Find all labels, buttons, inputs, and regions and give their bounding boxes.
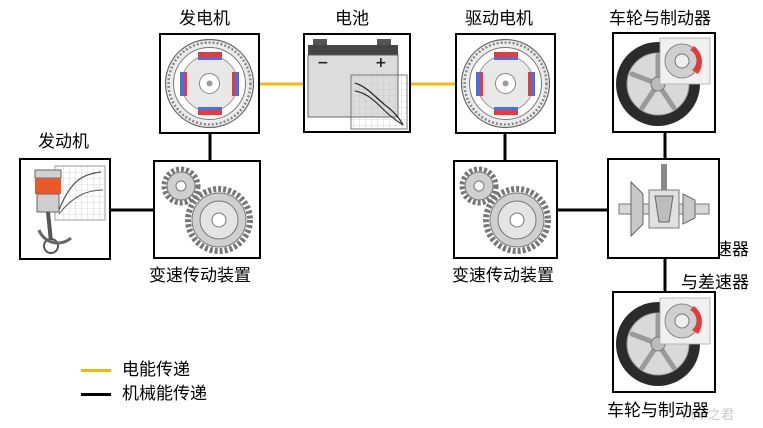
battery-box: − + xyxy=(303,33,411,133)
transmission-right-label: 变速传动装置 xyxy=(452,266,554,286)
wheel-brake-top-label: 车轮与制动器 xyxy=(609,9,711,29)
legend-electric-label: 电能传递 xyxy=(122,360,190,380)
svg-text:−: − xyxy=(317,55,329,71)
drive-motor-box xyxy=(455,33,556,134)
gears-icon xyxy=(161,166,253,254)
engine-piston-icon xyxy=(34,165,106,254)
wheel-brake-icon xyxy=(616,297,711,386)
gears-icon xyxy=(459,166,551,254)
drive-motor-label: 驱动电机 xyxy=(465,9,533,29)
wheel-brake-bottom-box xyxy=(612,291,716,393)
engine-label: 发动机 xyxy=(38,132,89,152)
svg-text:+: + xyxy=(375,55,387,71)
generator-box xyxy=(159,33,260,134)
legend-electric-swatch xyxy=(81,369,111,372)
final-drive-label-line2: 与差速器 xyxy=(681,273,749,293)
legend-mechanical-swatch xyxy=(81,393,111,396)
wheel-brake-bottom-label: 车轮与制动器 xyxy=(607,401,709,421)
wheel-brake-icon xyxy=(616,37,711,126)
watermark: 汽车之君 xyxy=(682,408,735,423)
transmission-left-label: 变速传动装置 xyxy=(149,266,251,286)
battery-label: 电池 xyxy=(335,9,369,29)
motor-stator-icon xyxy=(460,38,551,129)
transmission-right-box xyxy=(453,160,558,259)
wheel-brake-top-box xyxy=(612,32,716,133)
motor-stator-icon xyxy=(164,38,255,129)
generator-label: 发电机 xyxy=(179,9,230,29)
differential-icon xyxy=(618,164,710,238)
battery-icon: − + xyxy=(307,39,408,130)
transmission-left-box xyxy=(153,160,261,259)
engine-box xyxy=(19,158,111,260)
final-drive-differential-box xyxy=(607,158,720,259)
legend-mechanical-label: 机械能传递 xyxy=(122,384,207,404)
